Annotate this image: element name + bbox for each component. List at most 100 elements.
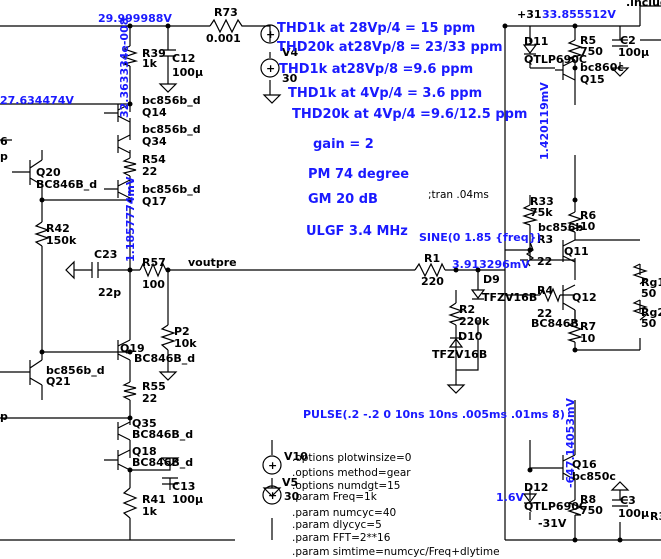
label-c3: C3	[620, 494, 636, 507]
label-q20: Q20	[36, 166, 61, 179]
label-r41: R41	[142, 493, 166, 506]
net-v-q15: 1.420119mV	[538, 82, 551, 160]
model-q15: bc860c	[580, 61, 624, 74]
r1-symbol	[414, 262, 446, 278]
annotation-sine-source: SINE(0 1.85 {freq})	[419, 231, 541, 244]
r3-symbol	[525, 241, 535, 267]
svg-text:+: +	[268, 489, 277, 502]
model-q12: BC846B	[531, 317, 579, 330]
directive-method: .options method=gear	[292, 467, 411, 479]
net-v-r1: 3.913296mV	[452, 258, 530, 271]
label-r39: R39	[142, 47, 166, 60]
value-r2: 220k	[459, 315, 490, 328]
label-c2: C2	[620, 34, 636, 47]
c2-symbol	[612, 39, 628, 47]
model-q14: bc856b_d	[142, 94, 201, 107]
d9-symbol	[470, 289, 486, 300]
r55-symbol	[122, 381, 137, 401]
transistors	[12, 59, 576, 481]
r39-symbol	[121, 45, 139, 67]
value-r4: 22	[537, 307, 552, 320]
label-r4: R4	[537, 284, 553, 297]
r41-symbol	[122, 487, 138, 519]
label-v5: V5	[282, 476, 298, 489]
annotation-thd20k-28vp-8: THD20k at28Vp/8 = 23/33 ppm	[277, 40, 503, 55]
r42-symbol	[34, 221, 50, 247]
value-v4: 30	[282, 72, 298, 85]
q17-symbol	[104, 179, 131, 199]
q21-symbol	[12, 359, 43, 386]
label-q18: Q18	[132, 445, 157, 458]
label-q15: Q15	[580, 73, 605, 86]
model-q35: BC846B_d	[132, 428, 193, 441]
annotation-thd1k-28vp-8: THD1k at28Vp/8 =9.6 ppm	[279, 62, 473, 77]
label-d12: D12	[524, 481, 548, 494]
label-r73: R73	[214, 6, 238, 19]
r33-symbol	[521, 204, 539, 226]
label-v4: V4	[282, 46, 299, 59]
label-q14: Q14	[142, 106, 167, 119]
r4-symbol	[539, 287, 561, 303]
diodes	[448, 44, 538, 504]
label-c13: C13	[172, 480, 195, 493]
label-v10: V10	[284, 450, 308, 463]
value-r39: 1k	[142, 57, 158, 70]
net-v-top: 29.999988V	[98, 12, 172, 25]
r73-symbol	[209, 18, 245, 34]
r7-symbol	[566, 321, 584, 343]
net-v-q16: -647.14053mV	[564, 398, 577, 488]
q18-symbol	[104, 449, 131, 471]
label-r8: R8	[580, 493, 596, 506]
c23-symbol	[91, 262, 114, 278]
c3-symbol	[612, 499, 628, 507]
p2-symbol	[160, 324, 176, 351]
directive-freq: .param Freq=1k	[292, 491, 378, 503]
q14-symbol	[104, 103, 131, 123]
model-q19: BC846B_d	[134, 352, 195, 365]
label-d10: D10	[458, 330, 483, 343]
value-r1: 220	[421, 275, 444, 288]
value-rg2: 50	[641, 317, 657, 330]
label-p2: P2	[174, 325, 190, 338]
value-r73: 0.001	[206, 32, 241, 45]
net-v-left: 27.634474V	[0, 94, 74, 107]
resistors	[34, 18, 648, 519]
net-left-6: 6	[0, 135, 8, 148]
voltage-sources: + + + +	[260, 24, 282, 505]
annotation-gain: gain = 2	[313, 137, 374, 152]
q19-symbol	[117, 339, 131, 361]
annotation-phase-margin: PM 74 degree	[308, 167, 409, 182]
value-r7: 10	[580, 332, 596, 345]
r6-symbol	[566, 211, 584, 233]
model-q20: BC846B_d	[36, 178, 97, 191]
value-r42: 150k	[46, 234, 77, 247]
directive-tran: ;tran .04ms	[428, 189, 489, 201]
net-include: .includ	[626, 0, 661, 9]
model-d9: TFZV16B	[482, 291, 537, 304]
value-r8: 750	[580, 504, 603, 517]
label-q19: Q19	[120, 342, 145, 355]
value-c13: 100µ	[172, 493, 203, 506]
model-q21: bc856b_d	[46, 364, 105, 377]
directive-numdgt: .options numdgt=15	[292, 480, 401, 492]
d10-symbol	[448, 337, 464, 348]
label-q34: Q34	[142, 135, 167, 148]
label-q17: Q17	[142, 195, 167, 208]
value-rg1: 50	[641, 287, 657, 300]
svg-text:+: +	[268, 459, 277, 472]
net-v-neg: -31V	[538, 517, 567, 530]
svg-text:+: +	[266, 28, 275, 41]
value-c2: 100µ	[618, 46, 649, 59]
net-v-top-num: +31	[517, 8, 542, 21]
svg-text:+: +	[266, 62, 275, 75]
value-r57: 100	[142, 278, 165, 291]
label-r3b: R3	[650, 510, 661, 523]
annotation-thd20k-4vp-4: THD20k at 4Vp/4 =9.6/12.5 ppm	[292, 107, 527, 122]
annotation-ulgf: ULGF 3.4 MHz	[306, 224, 408, 239]
q11-symbol	[562, 239, 576, 263]
directive-dlycyc: .param dlycyc=5	[292, 519, 382, 531]
label-r33: R33	[530, 195, 554, 208]
label-rg2: Rg2	[641, 306, 661, 319]
value-c3: 100µ	[618, 507, 649, 520]
